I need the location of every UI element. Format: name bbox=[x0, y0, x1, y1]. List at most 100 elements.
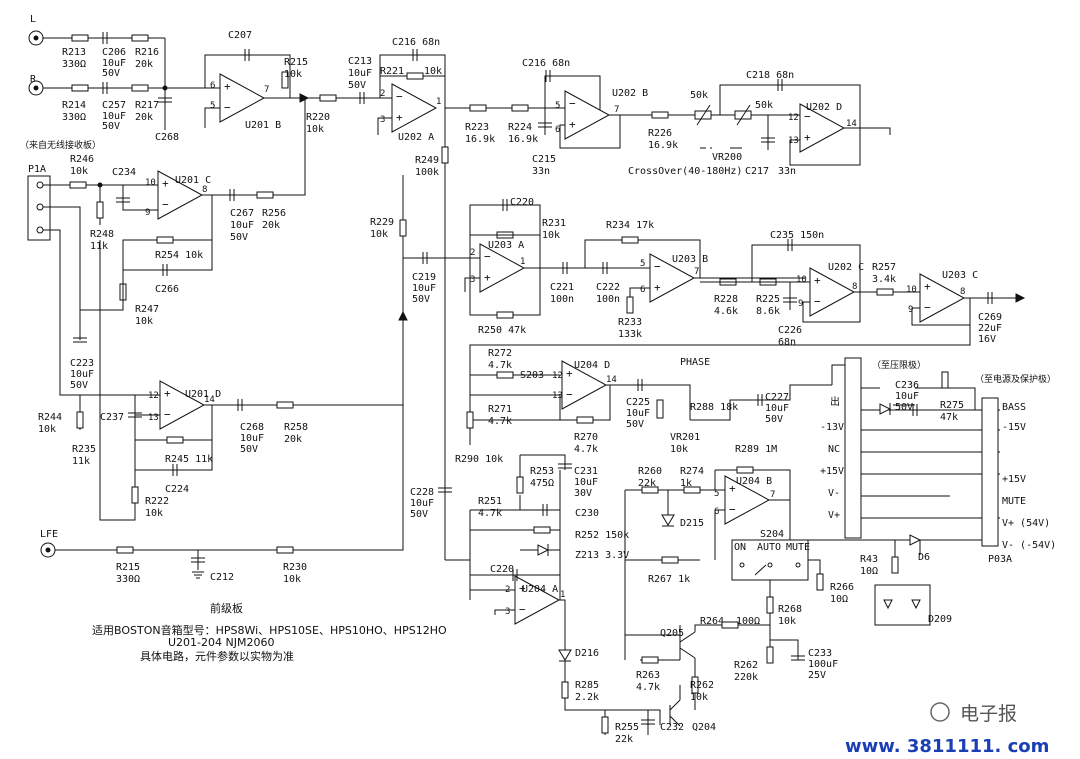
label-u203a: U203 A bbox=[488, 240, 524, 251]
pin-m15v: -15V bbox=[1002, 422, 1026, 433]
value-c228-cap: 10uF bbox=[410, 498, 434, 509]
label-r268: R268 bbox=[778, 604, 802, 615]
label-c267: C267 bbox=[230, 208, 254, 219]
opamp-u202c: C235 150n R228 4.6k R225 8.6k C226 68n U… bbox=[700, 230, 910, 348]
value-r275: 47k bbox=[940, 412, 958, 423]
value-c228-volt: 50V bbox=[410, 509, 428, 520]
value-r271: 4.7k bbox=[488, 416, 512, 427]
value-r246: 10k bbox=[70, 166, 88, 177]
label-c257: C257 bbox=[102, 100, 126, 111]
svg-text:12: 12 bbox=[148, 391, 159, 401]
pin-vminus-54: V- (-54V) bbox=[1002, 540, 1056, 551]
label-r288: R288 18k bbox=[690, 402, 738, 413]
label-s204: S204 bbox=[760, 529, 784, 540]
value-r266: 10Ω bbox=[830, 594, 848, 605]
value-r225: 8.6k bbox=[756, 306, 780, 317]
svg-text:10: 10 bbox=[796, 275, 807, 285]
value-c257-volt: 50V bbox=[102, 121, 120, 132]
label-c206: C206 bbox=[102, 47, 126, 58]
label-r215: R215 bbox=[284, 57, 308, 68]
value-r272: 4.7k bbox=[488, 360, 512, 371]
value-c223-cap: 10uF bbox=[70, 369, 94, 380]
rca-jack-icon bbox=[28, 30, 44, 46]
label-d216: D216 bbox=[575, 648, 599, 659]
label-u204a: U204 A bbox=[522, 584, 558, 595]
label-u202d: U202 D bbox=[806, 102, 842, 113]
value-c231-volt: 30V bbox=[574, 488, 592, 499]
output-connector: （至压限极） 出 -13V NC +15V V- V+ C236 10uF 50… bbox=[808, 357, 1056, 626]
value-r264: 100Ω bbox=[736, 616, 760, 627]
svg-text:9: 9 bbox=[908, 305, 913, 315]
label-c266: C266 bbox=[155, 284, 179, 295]
svg-text:3: 3 bbox=[380, 115, 385, 125]
label-u201c: U201 C bbox=[175, 175, 211, 186]
value-r215b: 330Ω bbox=[116, 574, 140, 585]
value-r244: 10k bbox=[38, 424, 56, 435]
value-c225-volt: 50V bbox=[626, 419, 644, 430]
label-r214: R214 bbox=[62, 100, 86, 111]
label-c268b: C268 bbox=[240, 422, 264, 433]
value-c233-cap: 100uF bbox=[808, 659, 838, 670]
switch-mute-label[interactable]: MUTE bbox=[786, 542, 810, 553]
label-r257: R257 bbox=[872, 262, 896, 273]
label-u203c: U203 C bbox=[942, 270, 978, 281]
label-r252: R252 150k bbox=[575, 530, 629, 541]
ics-note: U201-204 NJM2060 bbox=[168, 636, 274, 649]
disclaimer-note: 具体电路，元件参数以实物为准 bbox=[140, 649, 294, 663]
svg-text:8: 8 bbox=[202, 185, 207, 195]
label-r254: R254 10k bbox=[155, 250, 203, 261]
value-r248: 11k bbox=[90, 241, 108, 252]
switch-on-label[interactable]: ON bbox=[734, 542, 746, 553]
svg-text:9: 9 bbox=[145, 208, 150, 218]
summing-bus: R249 100k R229 10k C219 10uF 50V C228 10… bbox=[370, 108, 470, 560]
label-r272: R272 bbox=[488, 348, 512, 359]
svg-text:7: 7 bbox=[614, 105, 619, 115]
switch-auto-label[interactable]: AUTO bbox=[757, 542, 781, 553]
label-r246: R246 bbox=[70, 154, 94, 165]
value-r262a: 10k bbox=[690, 692, 708, 703]
value-c217: 33n bbox=[778, 166, 796, 177]
opamp-u204b: R260 22k R274 1k R289 1M D215 U204 B 567… bbox=[624, 444, 854, 660]
value-r258: 20k bbox=[284, 434, 302, 445]
label-r230: R230 bbox=[283, 562, 307, 573]
svg-text:6: 6 bbox=[714, 507, 719, 517]
label-p1a: P1A bbox=[28, 164, 46, 175]
label-r233: R233 bbox=[618, 317, 642, 328]
svg-text:14: 14 bbox=[606, 375, 617, 385]
pin-vminus: V- bbox=[828, 488, 840, 499]
svg-text:9: 9 bbox=[798, 299, 803, 309]
value-c227-volt: 50V bbox=[765, 414, 783, 425]
svg-text:2: 2 bbox=[470, 248, 475, 258]
svg-text:2: 2 bbox=[380, 89, 385, 99]
value-r235: 11k bbox=[72, 456, 90, 467]
svg-text:10: 10 bbox=[145, 178, 156, 188]
value-r224: 16.9k bbox=[508, 134, 538, 145]
svg-text:8: 8 bbox=[960, 287, 965, 297]
value-c236-cap: 10uF bbox=[895, 391, 919, 402]
svg-text:7: 7 bbox=[694, 267, 699, 277]
opamp-u201b: U201 B C207 R215 10k 657 bbox=[204, 30, 310, 131]
lfe-input: LFE R215 330Ω C212 R230 10k bbox=[40, 410, 404, 585]
value-r253: 475Ω bbox=[530, 478, 554, 489]
label-c223: C223 bbox=[70, 358, 94, 369]
label-r255: R255 bbox=[615, 722, 639, 733]
label-c221: C221 bbox=[550, 282, 574, 293]
value-r223: 16.9k bbox=[465, 134, 495, 145]
label-c268: C268 bbox=[155, 132, 179, 143]
svg-text:5: 5 bbox=[640, 259, 645, 269]
value-r214: 330Ω bbox=[62, 112, 86, 123]
label-r216: R216 bbox=[135, 47, 159, 58]
value-vr201: 10k bbox=[670, 444, 688, 455]
svg-text:6: 6 bbox=[210, 81, 215, 91]
label-c207: C207 bbox=[228, 30, 252, 41]
label-c233: C233 bbox=[808, 648, 832, 659]
pin-bass: BASS bbox=[1002, 402, 1026, 413]
label-r258: R258 bbox=[284, 422, 308, 433]
label-c227: C227 bbox=[765, 392, 789, 403]
label-r271: R271 bbox=[488, 404, 512, 415]
value-c226: 68n bbox=[778, 337, 796, 348]
svg-text:14: 14 bbox=[846, 119, 857, 129]
value-r262b: 220k bbox=[734, 672, 758, 683]
